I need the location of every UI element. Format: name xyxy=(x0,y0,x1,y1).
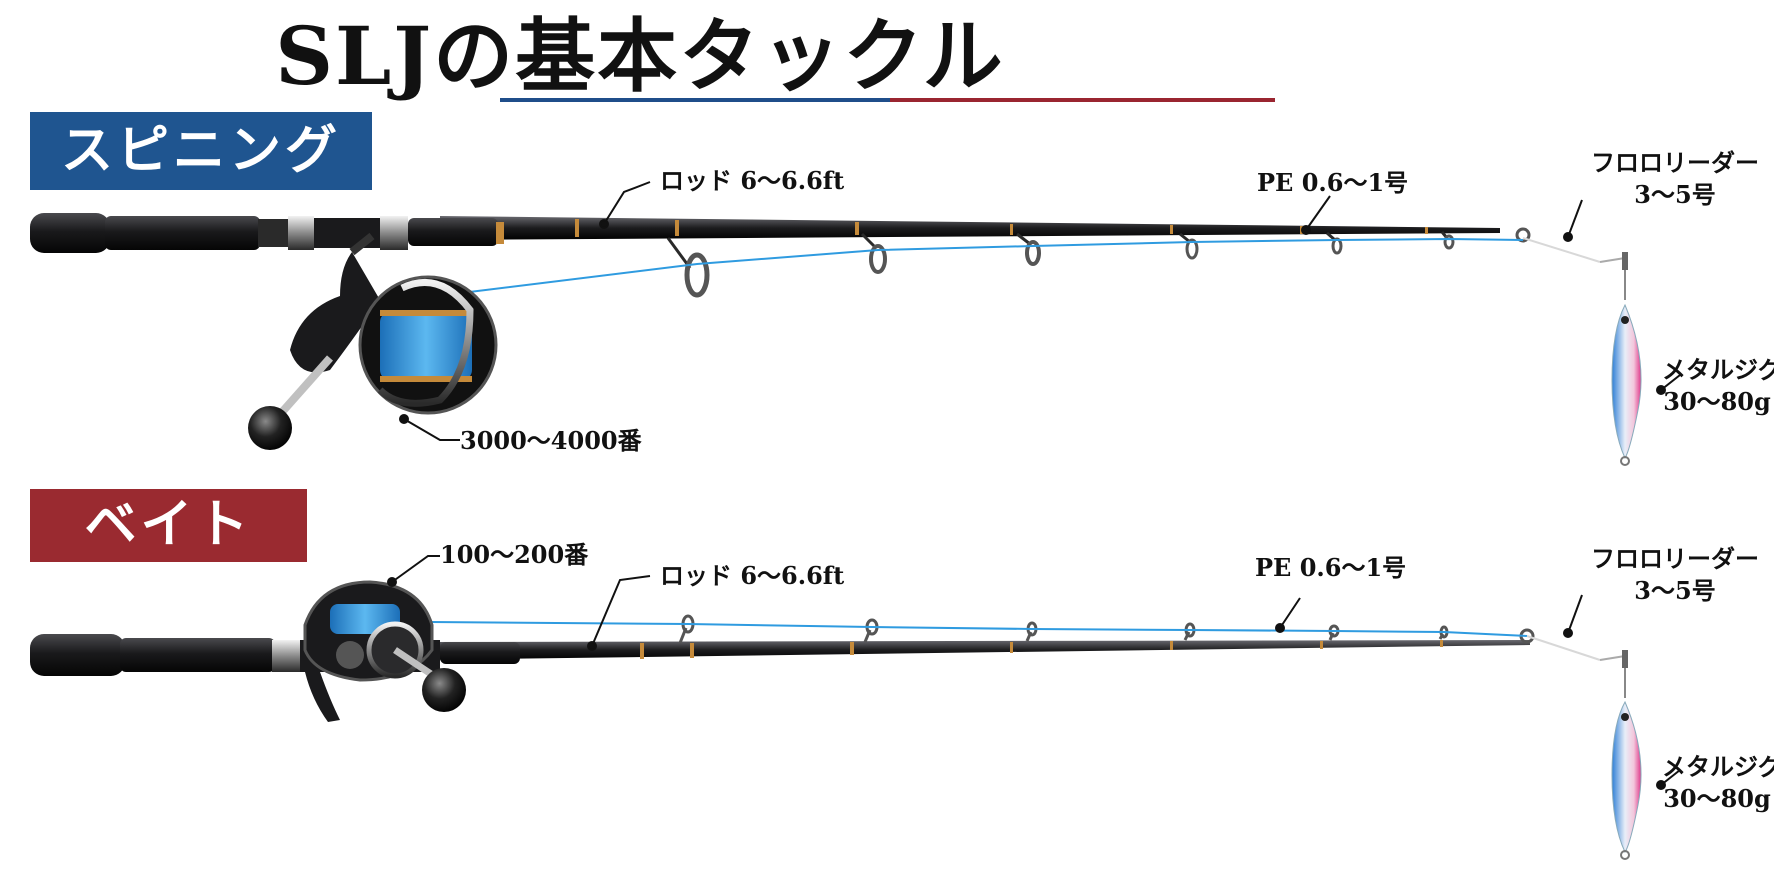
spinning-reel-label: 3000～4000番 xyxy=(460,426,642,455)
title-underline-red xyxy=(890,98,1275,102)
bait-jig xyxy=(1599,650,1642,860)
bait-fore-grip xyxy=(440,642,520,664)
bait-line xyxy=(429,621,1528,637)
bait-swivel xyxy=(1622,650,1628,668)
spinning-jig xyxy=(1599,252,1642,466)
spinning-reel xyxy=(248,232,498,450)
spinning-leader-name: フロロリーダー xyxy=(1591,148,1759,177)
bait-rear-grip xyxy=(30,634,125,676)
spinning-reel-seat xyxy=(314,218,382,248)
spinning-fore-grip xyxy=(408,218,498,246)
spinning-jig-weight: 30～80g xyxy=(1663,387,1771,416)
bait-handle-knob xyxy=(422,668,466,712)
spinning-rear-grip xyxy=(30,213,110,253)
bait-trigger xyxy=(305,672,340,722)
spinning-reel-seat-ring xyxy=(288,216,314,250)
bait-metal-jig xyxy=(1611,700,1642,853)
bait-leader xyxy=(1526,635,1601,661)
bait-callouts xyxy=(387,555,1681,790)
bait-jig-name: メタルジグ xyxy=(1662,752,1774,781)
bait-jig-eye xyxy=(1621,713,1629,721)
spinning-guides xyxy=(666,227,1531,298)
bait-badge: ベイト xyxy=(30,489,307,562)
bait-line-label: PE 0.6～1号 xyxy=(1255,553,1407,582)
spinning-leader xyxy=(1522,237,1601,263)
spinning-leader-size: 3～5号 xyxy=(1634,180,1716,209)
title-underline-blue xyxy=(500,98,890,102)
spinning-metal-jig xyxy=(1611,303,1642,460)
spinning-line xyxy=(444,237,1524,296)
spinning-spool xyxy=(380,312,472,380)
spinning-rod xyxy=(30,213,1601,298)
spinning-bail xyxy=(377,278,474,407)
bait-rod xyxy=(30,614,1601,722)
spinning-callouts xyxy=(399,181,1681,441)
bait-leader-size: 3～5号 xyxy=(1634,576,1716,605)
page-title: SLJの基本タックル xyxy=(275,9,1005,103)
bait-rod-blank xyxy=(420,640,1530,660)
spinning-swivel xyxy=(1622,252,1628,270)
spinning-handle-knob xyxy=(248,406,292,450)
bait-rod-label: ロッド 6～6.6ft xyxy=(660,561,845,590)
bait-reel-label: 100～200番 xyxy=(440,540,589,569)
spinning-jig-name: メタルジグ xyxy=(1662,355,1774,384)
bait-jig-weight: 30～80g xyxy=(1663,784,1771,813)
spinning-jig-eye xyxy=(1621,316,1629,324)
spinning-rod-label: ロッド 6～6.6ft xyxy=(660,166,845,195)
spinning-line-label: PE 0.6～1号 xyxy=(1257,168,1409,197)
bait-reel xyxy=(303,580,466,712)
bait-leader-name: フロロリーダー xyxy=(1591,544,1759,573)
spinning-rod-blank xyxy=(440,216,1500,240)
spinning-badge: スピニング xyxy=(30,112,372,190)
